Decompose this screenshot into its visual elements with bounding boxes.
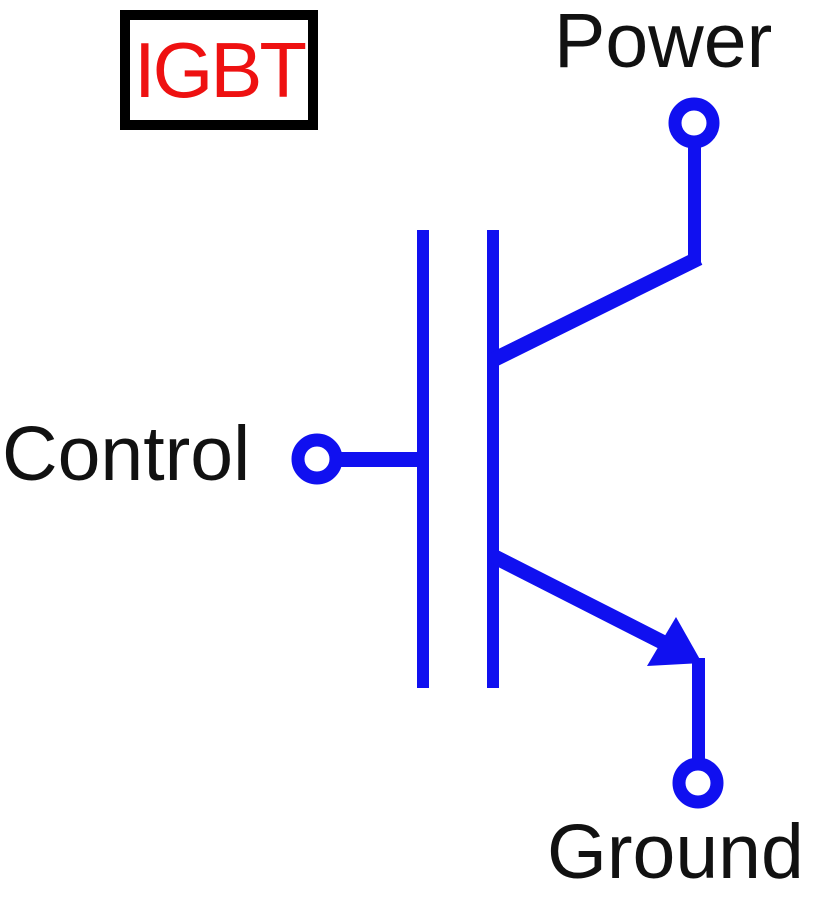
collector-lead-diagonal — [489, 251, 703, 367]
power-lead — [688, 146, 701, 265]
ground-label: Ground — [547, 809, 804, 895]
control-terminal-circle — [291, 433, 343, 485]
emitter-lead-diagonal — [489, 549, 672, 652]
component-label-box — [120, 10, 318, 130]
emitter-arrowhead-icon — [647, 617, 702, 666]
power-terminal-circle — [668, 97, 720, 149]
body-bar — [487, 230, 499, 688]
control-lead — [336, 452, 420, 467]
ground-lead — [692, 658, 705, 764]
ground-terminal-circle — [672, 757, 724, 809]
gate-bar — [417, 230, 429, 688]
control-label: Control — [2, 411, 250, 497]
power-label: Power — [554, 0, 772, 84]
component-label: IGBT — [134, 26, 305, 114]
